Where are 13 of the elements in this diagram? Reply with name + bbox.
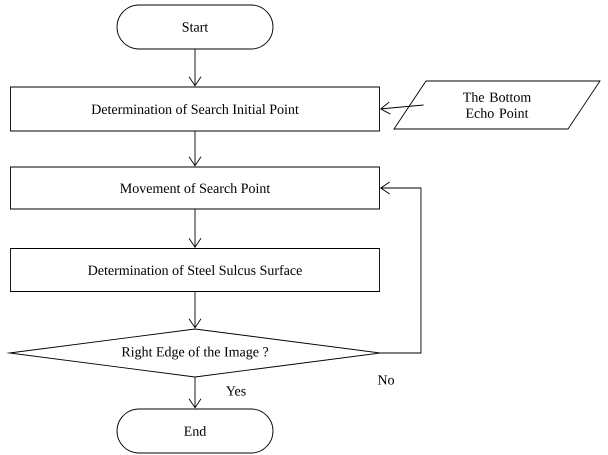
arrow	[188, 49, 202, 87]
arrow	[188, 209, 202, 248]
arrow	[188, 292, 202, 329]
process-box: Movement of Search Point	[10, 166, 380, 210]
arrow	[188, 131, 202, 167]
arrow	[188, 377, 202, 409]
process-box: Determination of Search Initial Point	[10, 86, 380, 132]
edge-label: Yes	[224, 385, 248, 397]
arrow	[380, 102, 424, 115]
terminal-box: Start	[116, 4, 274, 50]
arrow	[380, 182, 422, 354]
terminal-box: End	[116, 408, 274, 454]
process-box: Determination of Steel Sulcus Surface	[10, 248, 380, 292]
